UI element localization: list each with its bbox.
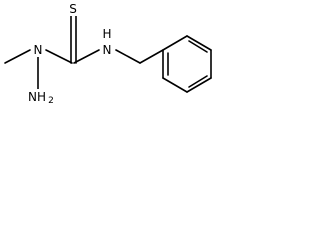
n2-label-bg xyxy=(100,43,114,57)
ring-double-2 xyxy=(188,75,208,88)
ring-double-3 xyxy=(188,40,208,53)
amide-nitrogen-label: N xyxy=(103,43,112,57)
ring-bond-6 xyxy=(162,35,188,51)
amino-group-label: NH xyxy=(28,90,46,104)
bond-ch2-ring xyxy=(139,49,164,64)
n1-label-bg xyxy=(31,43,45,57)
bond-nh-ch2 xyxy=(115,49,141,64)
amide-hydrogen-label: H xyxy=(102,27,111,41)
sulfur-label: S xyxy=(69,2,77,16)
h-label-bg xyxy=(100,27,114,41)
molecule-drawing: S N H N NH 2 xyxy=(4,2,212,106)
ring-bond-2 xyxy=(162,77,188,93)
structure-diagram: S N H N NH 2 xyxy=(0,0,250,134)
bond-methyl-n1 xyxy=(4,49,31,64)
s-label-bg xyxy=(64,2,78,16)
ring-bond-3 xyxy=(186,77,212,93)
amino-subscript-label: 2 xyxy=(48,96,54,106)
bond-n1-c xyxy=(45,49,73,64)
bond-c-nh xyxy=(73,49,100,64)
ring-bond-5 xyxy=(186,35,212,51)
nh2-label-bg xyxy=(27,89,55,105)
thioamide-nitrogen-label: N xyxy=(34,43,43,57)
